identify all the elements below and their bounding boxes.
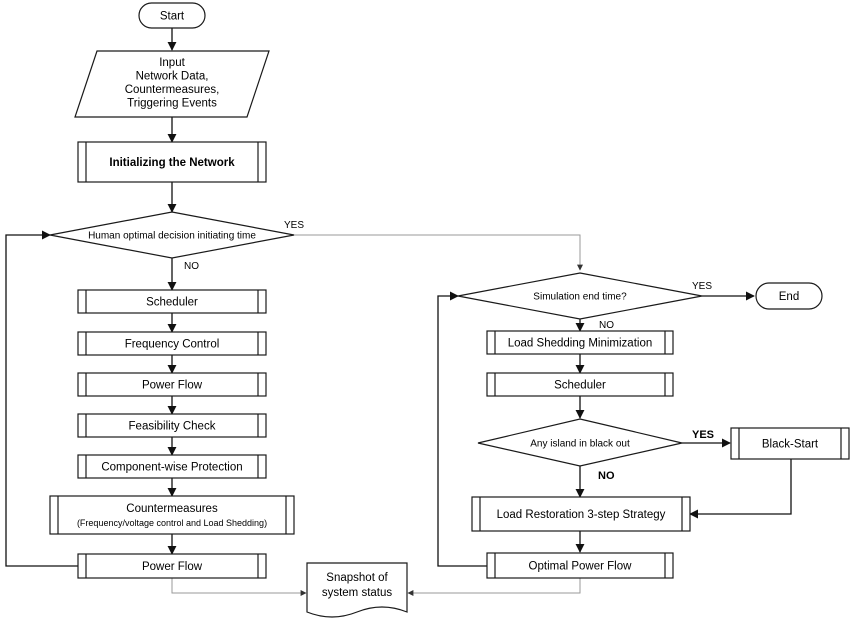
power-flow-1-label: Power Flow: [142, 380, 203, 392]
power-flow-2-node: Power Flow: [77, 553, 267, 579]
island-blackout-label: Any island in black out: [530, 439, 630, 450]
connectors: [5, 28, 792, 596]
sim-end-node: Simulation end time?: [457, 272, 703, 320]
snapshot-line-2: system status: [322, 587, 393, 599]
edge-label-human-yes: YES: [284, 220, 304, 231]
component-protection-node: Component-wise Protection: [77, 454, 267, 479]
frequency-control-node: Frequency Control: [77, 331, 267, 356]
input-line-4: Triggering Events: [127, 98, 217, 110]
black-start-label: Black-Start: [762, 439, 819, 451]
scheduler-left-node: Scheduler: [77, 289, 267, 314]
end-label: End: [779, 291, 799, 303]
power-flow-2-label: Power Flow: [142, 561, 203, 573]
countermeasures-node: Countermeasures (Frequency/voltage contr…: [49, 495, 295, 535]
initializing-label: Initializing the Network: [109, 157, 235, 169]
edge-blackstart-restoration: [689, 459, 792, 519]
input-node: Input Network Data, Countermeasures, Tri…: [74, 50, 270, 118]
input-line-1: Input: [159, 57, 185, 69]
edge-opf-loop-back: [437, 291, 487, 567]
edge-label-island-no: NO: [598, 470, 615, 482]
edge-opf-snapshot: [407, 578, 581, 596]
optimal-power-flow-label: Optimal Power Flow: [529, 561, 633, 573]
snapshot-node: Snapshot of system status: [306, 562, 408, 618]
countermeasures-subtitle: (Frequency/voltage control and Load Shed…: [77, 518, 267, 528]
scheduler-right-node: Scheduler: [486, 372, 674, 397]
edge-pf2-loop-back: [5, 230, 78, 567]
sim-end-label: Simulation end time?: [533, 292, 627, 303]
load-restoration-label: Load Restoration 3-step Strategy: [497, 509, 666, 521]
frequency-control-label: Frequency Control: [125, 339, 220, 351]
human-decision-label: Human optimal decision initiating time: [88, 231, 256, 242]
start-node: Start: [138, 2, 206, 29]
scheduler-left-label: Scheduler: [146, 297, 198, 309]
component-protection-label: Component-wise Protection: [101, 462, 242, 474]
black-start-node: Black-Start: [730, 427, 850, 460]
edge-label-sim-yes: YES: [692, 281, 712, 292]
input-line-3: Countermeasures,: [125, 84, 220, 96]
edge-decision-yes-simend: [294, 234, 583, 271]
load-shedding-min-node: Load Shedding Minimization: [486, 330, 674, 355]
start-label: Start: [160, 11, 185, 23]
edge-label-sim-no: NO: [599, 320, 614, 331]
optimal-power-flow-node: Optimal Power Flow: [486, 552, 674, 579]
power-flow-1-node: Power Flow: [77, 372, 267, 397]
feasibility-check-label: Feasibility Check: [129, 421, 216, 433]
snapshot-line-1: Snapshot of: [326, 572, 388, 584]
end-node: End: [755, 282, 823, 310]
edge-label-island-yes: YES: [692, 429, 714, 441]
edge-label-human-no: NO: [184, 261, 199, 272]
feasibility-check-node: Feasibility Check: [77, 413, 267, 438]
load-shedding-min-label: Load Shedding Minimization: [508, 338, 652, 350]
countermeasures-title: Countermeasures: [126, 503, 218, 515]
input-line-2: Network Data,: [136, 71, 209, 83]
edge-pf2-snapshot: [171, 578, 307, 596]
initializing-node: Initializing the Network: [77, 141, 267, 183]
scheduler-right-label: Scheduler: [554, 380, 606, 392]
human-decision-node: Human optimal decision initiating time: [49, 211, 295, 259]
island-blackout-node: Any island in black out: [477, 418, 683, 467]
load-restoration-node: Load Restoration 3-step Strategy: [471, 496, 691, 532]
